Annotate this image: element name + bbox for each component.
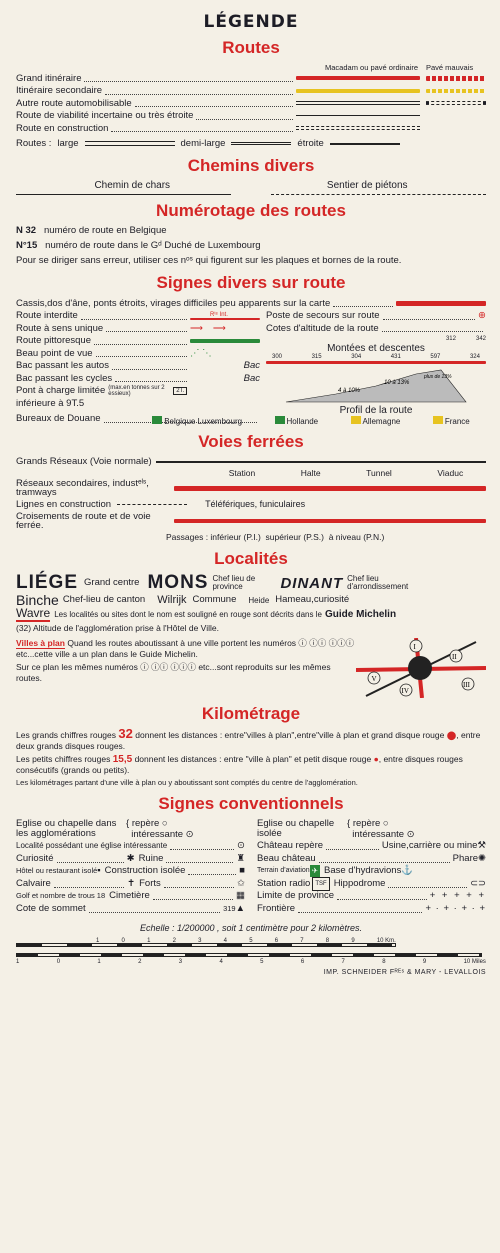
routes-heading: Routes <box>222 38 280 57</box>
conv-right: Eglise ou chapelle isolée{ repère ○ inté… <box>257 818 486 914</box>
route-row: Grand itinéraire <box>16 72 486 85</box>
douane-row: Bureaux de Douane <box>16 410 260 428</box>
svg-text:IV: IV <box>402 687 409 695</box>
flag-icon <box>152 415 163 424</box>
page-title: LÉGENDE <box>203 12 299 32</box>
svg-text:10 à 13%: 10 à 13% <box>384 380 410 386</box>
conv-heading: Signes conventionnels <box>158 794 344 813</box>
route-widths: Routes : large demi-large étroite <box>16 138 486 151</box>
col-pave: Pavé mauvais <box>426 62 474 72</box>
signes-right: Poste de secours sur route⊕ Cotes d'alti… <box>266 310 486 416</box>
svg-text:II: II <box>452 653 457 661</box>
route-row: Route de viabilité incertaine ou très ét… <box>16 110 486 123</box>
svg-text:plus de 13%: plus de 13% <box>423 374 452 380</box>
sentier-label: Sentier de piétons <box>326 180 408 191</box>
villes-plan-svg: I II III IV V <box>356 638 486 698</box>
svg-text:III: III <box>463 681 471 689</box>
svg-text:I: I <box>414 643 417 651</box>
flag-icon <box>432 415 443 424</box>
echelle-text: Echelle : 1/200000 , soit 1 centimètre p… <box>139 923 363 933</box>
svg-text:4 à 10%: 4 à 10% <box>338 388 361 394</box>
chemins-heading: Chemins divers <box>187 156 315 175</box>
localites-heading: Localités <box>214 549 288 568</box>
flag-icon <box>350 415 361 424</box>
conv-left: Eglise ou chapelle dans les agglomératio… <box>16 818 246 914</box>
chemin-chars-label: Chemin de chars <box>94 180 171 191</box>
route-row: Autre route automobilisable <box>16 97 486 110</box>
flag-icon <box>274 415 285 424</box>
numerotage-note: Pour se diriger sans erreur, utiliser ce… <box>16 255 402 266</box>
footer-imprint: IMP. SCHNEIDER Fᴿᴱˢ & MARY - LEVALLOIS <box>323 969 486 976</box>
kilo-heading: Kilométrage <box>201 704 301 723</box>
douanes: Belgique Luxembourg Hollande Allemagne F… <box>16 415 486 426</box>
profile-svg: 4 à 10% 10 à 13% plus de 13% <box>285 369 467 402</box>
route-row: Route en construction <box>16 122 486 135</box>
route-row: Itinéraire secondaire <box>16 85 486 98</box>
svg-text:V: V <box>372 675 377 683</box>
col-macadam: Macadam ou pavé ordinaire <box>325 62 418 72</box>
signes-heading: Signes divers sur route <box>156 273 346 292</box>
numerotage-heading: Numérotage des routes <box>156 201 346 220</box>
voies-heading: Voies ferrées <box>198 431 304 451</box>
